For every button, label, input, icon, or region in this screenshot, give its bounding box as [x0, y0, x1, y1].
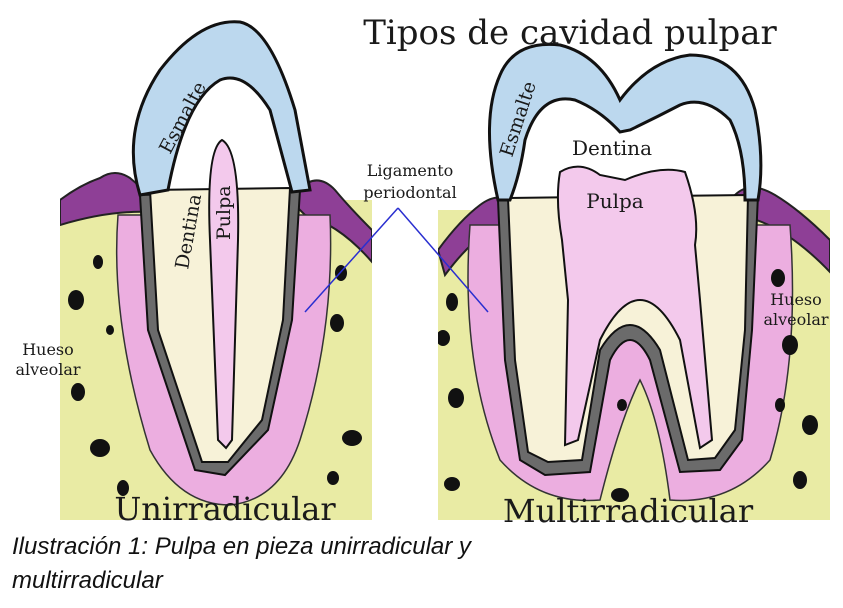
- right-bone-label-line2: alveolar: [763, 310, 828, 329]
- figure-caption: Ilustración 1: Pulpa en pieza unirradicu…: [12, 530, 832, 598]
- right-pulp-label: Pulpa: [586, 189, 644, 213]
- diagram-title: Tipos de cavidad pulpar: [363, 13, 777, 53]
- enamel-right: [489, 44, 760, 200]
- left-bone-label-line1: Hueso: [22, 340, 74, 359]
- caption-line-2: multirradicular: [12, 564, 832, 598]
- caption-line-1: Ilustración 1: Pulpa en pieza unirradicu…: [12, 530, 832, 564]
- unirradicular-panel: [60, 22, 372, 530]
- multirradicular-label: Multirradicular: [503, 492, 754, 530]
- ligament-label-line2: periodontal: [363, 183, 456, 202]
- multirradicular-panel: [436, 44, 830, 530]
- left-bone-label-line2: alveolar: [15, 360, 80, 379]
- unirradicular-label: Unirradicular: [114, 490, 336, 528]
- right-bone-label-line1: Hueso: [770, 290, 822, 309]
- ligament-label-line1: Ligamento: [367, 161, 454, 180]
- left-pulp-label: Pulpa: [213, 185, 235, 240]
- right-dentin-label: Dentina: [572, 136, 652, 160]
